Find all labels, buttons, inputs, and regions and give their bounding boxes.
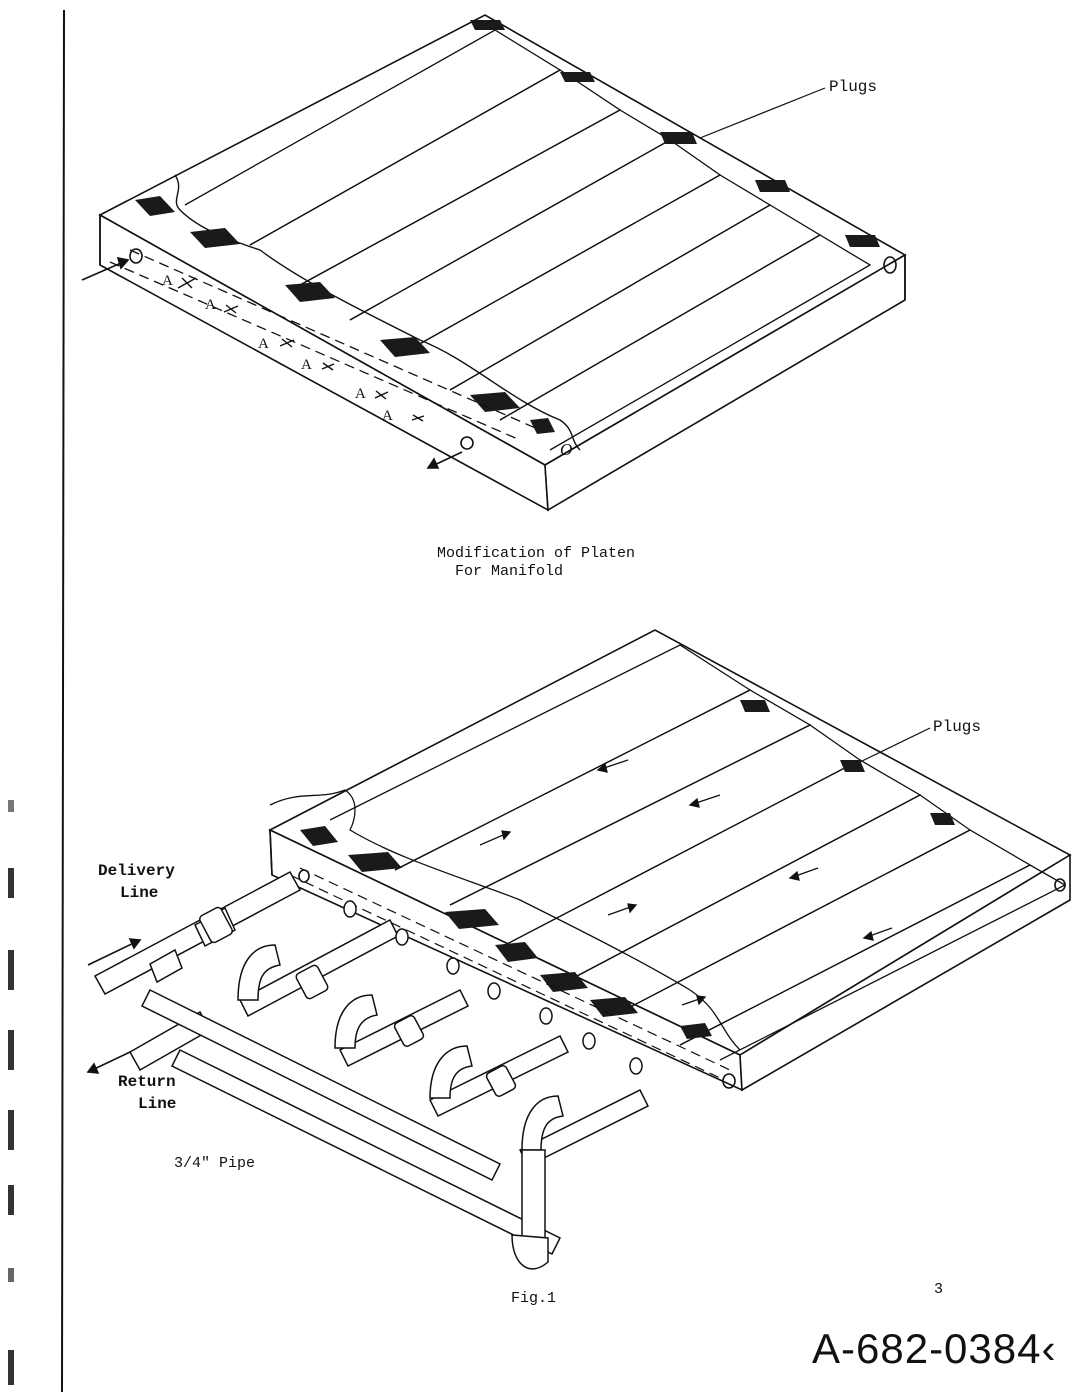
plug-markers <box>135 20 880 434</box>
pipe-assembly <box>93 870 650 1270</box>
platen2-top-face <box>268 629 1072 1056</box>
plugs-callout-line <box>859 727 931 763</box>
hole-label-a: A <box>162 273 173 289</box>
hole-label-a: A <box>205 297 216 313</box>
scan-mark <box>8 1185 14 1215</box>
scan-mark <box>8 1268 14 1282</box>
scan-mark <box>8 1110 14 1150</box>
plug-markers <box>300 700 955 1039</box>
hole-x-marks <box>177 277 425 422</box>
pipe-fitting <box>149 948 183 984</box>
scan-mark <box>8 1350 14 1385</box>
document-id: A-682-0384‹ <box>812 1325 1057 1372</box>
arrow-in-icon <box>87 938 142 966</box>
pipe-size-label: 3/4" Pipe <box>174 1155 256 1172</box>
delivery-label-line2: Line <box>120 884 159 902</box>
cutaway-edge <box>269 789 741 1051</box>
pipe-fitting <box>93 870 302 996</box>
top-plugs-label: Plugs <box>829 78 878 96</box>
platen2-side-face <box>739 853 1071 1092</box>
left-margin-rule <box>61 9 65 1393</box>
arrow-out-icon <box>86 1051 131 1074</box>
cutaway-edge <box>174 174 581 451</box>
top-caption-line2: For Manifold <box>455 563 564 580</box>
outlet-label: O <box>560 440 573 459</box>
pipe-fitting <box>521 1149 546 1241</box>
platen2-channels <box>329 644 1067 1061</box>
scan-mark <box>8 800 14 812</box>
return-label-line2: Line <box>138 1095 177 1113</box>
bottom-plugs-label: Plugs <box>933 718 982 736</box>
plugs-callout-line <box>699 87 826 139</box>
page-number: 3 <box>934 1281 944 1298</box>
delivery-label-line1: Delivery <box>98 862 175 880</box>
top-platen-drawing <box>81 14 907 512</box>
hole-label-a: A <box>355 386 366 402</box>
top-caption-line1: Modification of Platen <box>437 545 636 562</box>
hole-label-a: A <box>258 336 269 352</box>
flow-arrows <box>479 759 893 1006</box>
pipe-fitting <box>237 944 281 1001</box>
arrow-in-icon <box>81 256 130 281</box>
pipe-fitting <box>170 1048 562 1256</box>
return-label-line1: Return <box>118 1073 176 1091</box>
figure-label: Fig.1 <box>511 1290 557 1307</box>
scan-mark <box>8 1030 14 1070</box>
pipe-fitting <box>511 1234 549 1270</box>
scan-mark <box>8 950 14 990</box>
hole-label-a: A <box>382 408 393 424</box>
pipe-fitting <box>521 1095 564 1151</box>
scan-mark <box>8 868 14 898</box>
arrow-out-icon <box>426 451 463 469</box>
pipe-fitting <box>429 1045 473 1099</box>
hole-label-a: A <box>301 357 312 373</box>
pipe-fitting <box>334 994 378 1049</box>
pipe-fitting <box>140 988 502 1182</box>
platen-channels <box>184 29 872 451</box>
